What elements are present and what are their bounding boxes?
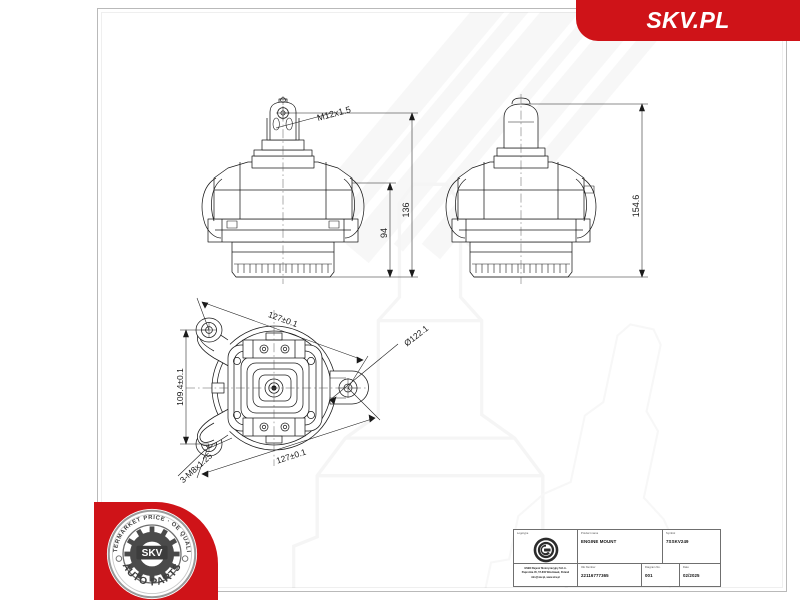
dimension-109-4	[180, 329, 209, 445]
title-block-value-diagram: 001	[645, 573, 653, 578]
side-elevation-view	[445, 94, 597, 284]
company-line-3: info@skv.pl, www.skv.pl	[531, 575, 560, 579]
title-block-cell-date: Date 02/2025	[680, 564, 720, 586]
dimension-94-label: 94	[379, 228, 389, 238]
dimension-136	[236, 112, 418, 278]
title-block-label-oe: OE Number	[581, 566, 596, 569]
title-block-row-bottom: ESEN Rejestr Motoryzacyjny S.K.A. Paprot…	[514, 564, 720, 586]
skv-brand-banner: SKV.PL	[576, 0, 800, 41]
dimension-154-6-label: 154.6	[631, 195, 641, 218]
callout-diameter	[329, 343, 399, 405]
seal-badge-graphic: SKV AFTERMARKET PRICE · OE QUALITY AUTO …	[106, 508, 198, 600]
front-elevation-view	[201, 96, 365, 284]
title-block-label-product: Product name	[581, 532, 599, 535]
title-block-value-oe: 22116777365	[581, 573, 609, 578]
dimension-154-6	[474, 103, 648, 278]
title-block-cell-oe: OE Number 22116777365	[578, 564, 642, 586]
title-block-label-date: Date	[683, 566, 689, 569]
company-line-1: ESEN Rejestr Motoryzacyjny S.K.A.	[524, 567, 567, 570]
callout-thread-m8	[177, 437, 233, 477]
title-block-row-top: Logotype Product name ENGINE MOUNT Symbo…	[514, 530, 720, 564]
title-block-label-symbol: Symbol	[666, 532, 676, 535]
dimension-94	[352, 182, 396, 278]
dimension-136-label: 136	[401, 202, 411, 217]
title-block-cell-logo: Logotype	[514, 530, 578, 563]
title-block-value-product: ENGINE MOUNT	[581, 539, 617, 544]
title-block-label-diagram: Diagram No.	[645, 566, 661, 569]
esen-skv-mark	[533, 537, 558, 563]
skv-brand-label: SKV.PL	[646, 7, 730, 33]
title-block-cell-diagram: Diagram No. 001	[642, 564, 680, 586]
title-block-value-symbol: 7SSKV249	[666, 539, 689, 544]
title-block: Logotype Product name ENGINE MOUNT Symbo…	[513, 529, 721, 587]
title-block-label-logo: Logotype	[517, 532, 529, 535]
callout-m12	[275, 112, 333, 129]
auto-parts-seal: SKV AFTERMARKET PRICE · OE QUALITY AUTO …	[94, 502, 218, 600]
company-line-2: Paprotnia 45, 57-800 Włocławek, Poland	[521, 571, 570, 575]
title-block-cell-company: ESEN Rejestr Motoryzacyjny S.K.A. Paprot…	[514, 564, 578, 586]
title-block-cell-product: Product name ENGINE MOUNT	[578, 530, 663, 563]
title-block-cell-symbol: Symbol 7SSKV249	[663, 530, 720, 563]
seal-center-label: SKV	[142, 548, 163, 559]
dimension-127-bottom	[196, 387, 381, 479]
title-block-value-date: 02/2025	[683, 573, 700, 578]
dimension-109-4-label: 109.4±0.1	[175, 368, 185, 406]
